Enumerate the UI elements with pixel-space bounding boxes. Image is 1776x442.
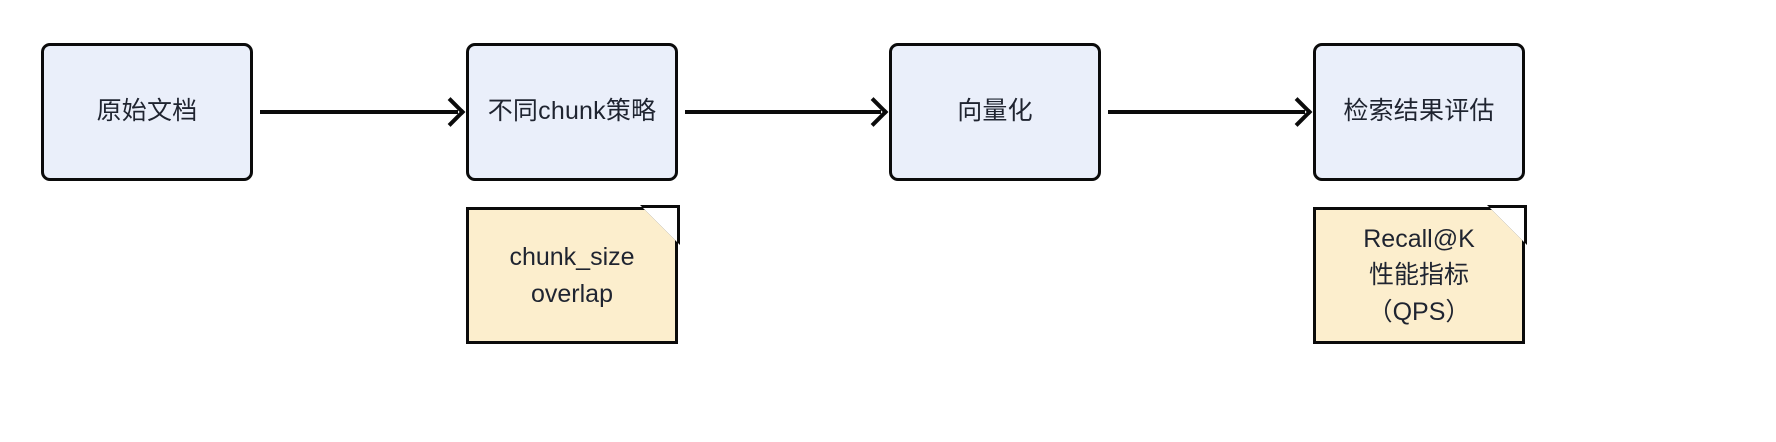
note-text-block: Recall@K 性能指标 （QPS） <box>1313 207 1525 344</box>
node-vectorization[interactable]: 向量化 <box>889 43 1101 181</box>
node-label: 检索结果评估 <box>1343 97 1495 126</box>
note-background <box>466 207 678 344</box>
node-label: 原始文档 <box>96 97 198 126</box>
node-retrieval-evaluation[interactable]: 检索结果评估 <box>1313 43 1525 181</box>
node-label: 向量化 <box>957 97 1033 126</box>
node-label: 不同chunk策略 <box>487 97 657 126</box>
note-text-block: chunk_size overlap <box>466 207 678 344</box>
note-line: 性能指标 <box>1368 261 1469 290</box>
node-chunk-strategy[interactable]: 不同chunk策略 <box>466 43 678 181</box>
note-line: Recall@K <box>1363 225 1475 254</box>
arrow-vectorization-to-retrieval-eval <box>1108 110 1305 114</box>
arrow-chunk-strategy-to-vectorization <box>685 110 881 114</box>
node-source-document[interactable]: 原始文档 <box>41 43 253 181</box>
note-line: （QPS） <box>1367 297 1471 326</box>
arrow-source-document-to-chunk-strategy <box>260 110 458 114</box>
note-background <box>1313 207 1525 344</box>
note-evaluation-metrics[interactable]: Recall@K 性能指标 （QPS） <box>1313 205 1527 344</box>
note-line: chunk_size <box>509 243 635 272</box>
note-line: overlap <box>531 279 613 308</box>
note-chunk-parameters[interactable]: chunk_size overlap <box>466 205 680 344</box>
